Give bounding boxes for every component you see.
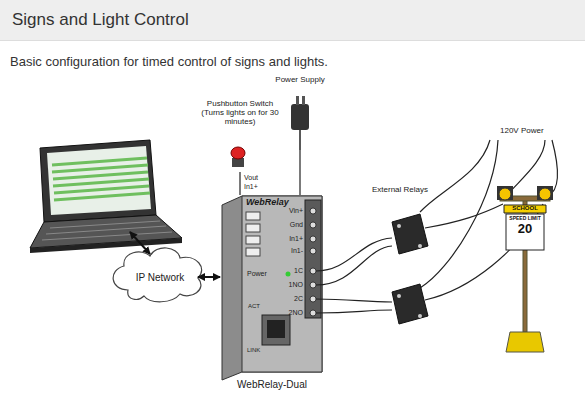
node-text: Power Supply — [272, 76, 328, 85]
annotation-label: 2NO — [289, 309, 303, 317]
annotation-label: 120V Power — [500, 127, 544, 136]
device-node: Pushbutton Switch (Turns lights on for 3… — [196, 100, 284, 172]
annotation-label: 2C — [294, 295, 303, 303]
node-text: 20 — [504, 222, 546, 235]
external-relay — [392, 214, 428, 324]
device-node: SCHOOLSPEED LIMIT20 — [504, 205, 546, 250]
annotation-label: Power — [247, 270, 267, 278]
webrelay-device — [222, 196, 322, 380]
relay-wires — [316, 140, 558, 313]
annotation-label: In1+ — [244, 183, 258, 191]
annotation-label: External Relays — [372, 186, 428, 195]
network-arrow — [130, 232, 150, 254]
node-text: IP Network — [136, 272, 185, 283]
node-text: WebRelay — [246, 198, 289, 207]
device-node: WebRelayWebRelay-Dual — [220, 195, 324, 393]
power-adapter — [291, 96, 309, 150]
annotation-label: Vin+ — [289, 207, 303, 215]
annotation-label: ACT — [248, 303, 260, 310]
annotation-label: Gnd — [290, 221, 303, 229]
terminal-screws — [310, 208, 316, 316]
pushbutton-symbol — [231, 147, 245, 167]
annotation-label: In1+ — [289, 235, 303, 243]
annotation-label: Vout — [244, 174, 258, 182]
connector — [198, 276, 220, 278]
node-text: SCHOOL — [504, 205, 546, 212]
node-text: Pushbutton Switch (Turns lights on for 3… — [196, 100, 284, 126]
laptop — [30, 140, 182, 253]
network-cloud — [113, 248, 202, 302]
connector — [299, 150, 300, 195]
device-node: IP Network — [122, 258, 198, 296]
node-text: WebRelay-Dual — [220, 379, 324, 390]
annotation-label: In1- — [291, 247, 303, 255]
school-sign — [497, 186, 553, 352]
annotation-label: 1NO — [289, 281, 303, 289]
connector — [239, 172, 240, 195]
device-node: Power Supply — [272, 76, 328, 150]
annotation-label: 1C — [294, 267, 303, 275]
annotation-label: Basic configuration for timed control of… — [10, 55, 328, 69]
page-title: Signs and Light Control — [12, 11, 189, 30]
annotation-label: LINK — [247, 347, 260, 354]
